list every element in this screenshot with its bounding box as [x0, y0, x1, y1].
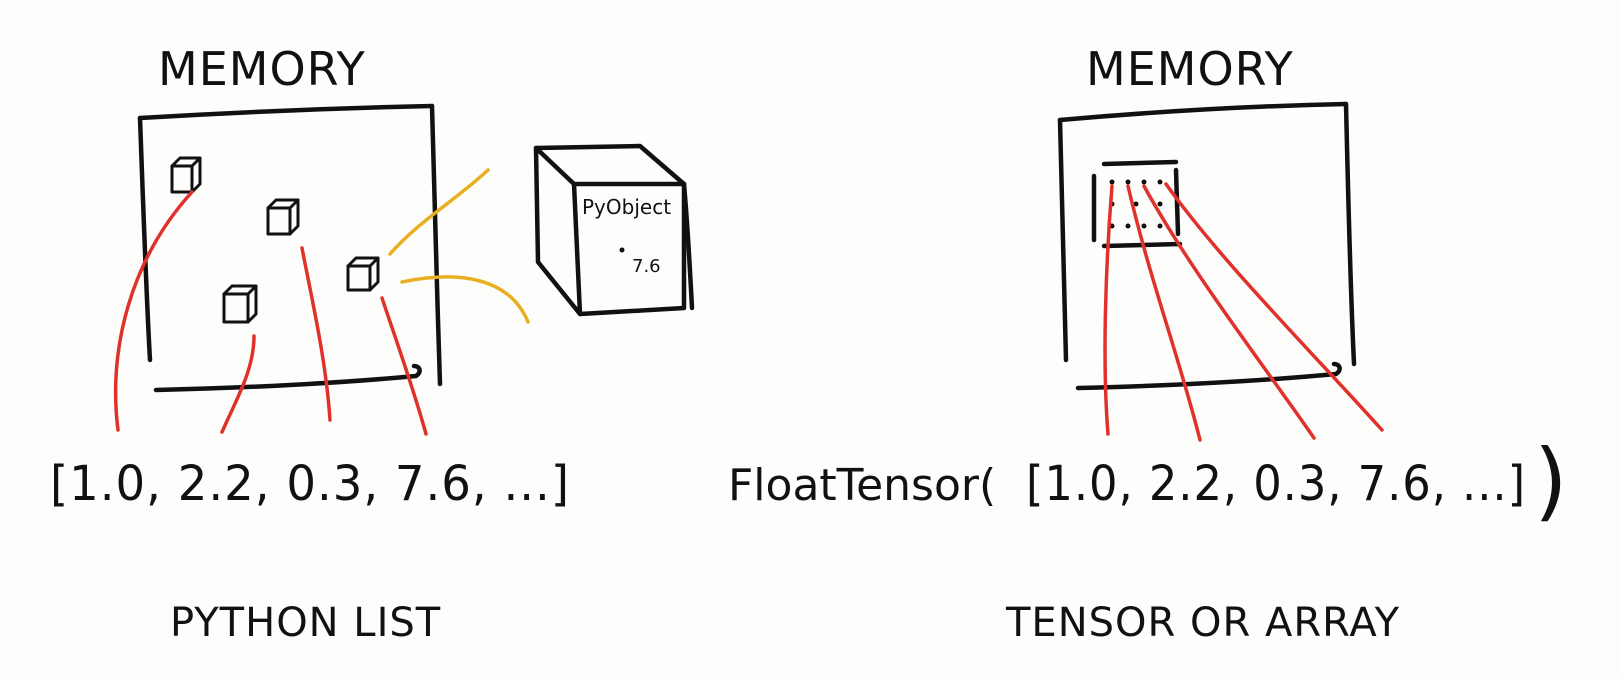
object-cube-2 — [266, 198, 300, 236]
left-memory-box — [137, 103, 443, 393]
left-list-literal: [1.0, 2.2, 0.3, 7.6, ...] — [50, 456, 570, 512]
pyobject-cube: PyObject 7.6 — [533, 143, 695, 317]
object-cube-1 — [170, 156, 202, 194]
object-cube-4 — [222, 284, 258, 324]
right-memory-title: MEMORY — [1086, 42, 1294, 96]
right-memory-box — [1057, 101, 1357, 391]
left-caption: PYTHON LIST — [170, 600, 441, 646]
closing-paren: ) — [1534, 431, 1568, 531]
right-list-literal: [1.0, 2.2, 0.3, 7.6, ...] — [1026, 456, 1526, 512]
left-pointers — [113, 190, 428, 436]
right-pointers — [1103, 182, 1384, 442]
block-dots — [1109, 179, 1163, 229]
pyobject-label: PyObject — [582, 195, 671, 219]
python-list-panel: MEMORY — [50, 42, 695, 646]
floattensor-function: FloatTensor( — [728, 460, 996, 511]
pyobject-dot — [619, 247, 625, 253]
pyobject-value: 7.6 — [632, 256, 661, 277]
contiguous-block — [1091, 159, 1183, 249]
tensor-panel: MEMORY — [728, 42, 1568, 646]
object-cube-3 — [346, 256, 380, 292]
pyobject-zoom-lines — [388, 168, 530, 324]
right-caption: TENSOR OR ARRAY — [1005, 600, 1400, 646]
left-memory-title: MEMORY — [158, 42, 366, 96]
